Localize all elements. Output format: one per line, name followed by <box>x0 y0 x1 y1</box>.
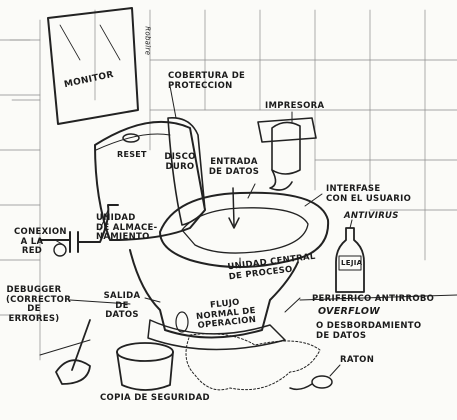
monitor-drawing <box>47 7 139 125</box>
desbordamiento-label: O DESBORDAMIENTO DE DATOS <box>316 321 422 341</box>
entrada-label: ENTRADA DE DATOS <box>208 157 260 177</box>
mouse-rat <box>289 375 333 391</box>
salida-label: SALIDA DE DATOS <box>103 291 141 320</box>
debugger-label: DEBUGGER (CORRECTOR DE ERRORES) <box>6 285 72 324</box>
reset-label: RESET <box>117 150 147 159</box>
toilet-bowl <box>129 187 330 351</box>
overflow-label: OVERFLOW <box>318 306 381 317</box>
periferico-label: PERIFERICO ANTIRROBO <box>312 294 435 304</box>
disco-duro-label: DISCO DURO <box>164 152 196 172</box>
cobertura-label: COBERTURA DE PROTECCION <box>168 71 246 91</box>
antivirus-label: ANTIVIRUS <box>344 211 399 221</box>
interfase-label: INTERFASE CON EL USUARIO <box>326 184 412 204</box>
unidad-almacenamiento-label: UNIDAD DE ALMACE- NAMIENTO <box>96 213 158 242</box>
conexion-red-label: CONEXION A LA RED <box>14 227 67 256</box>
raton-label: RATON <box>340 355 375 365</box>
backup-bucket <box>116 342 174 391</box>
leader-lines <box>54 85 353 377</box>
toilet-paper-printer <box>257 117 317 191</box>
lejia-label: LEJIA <box>341 259 363 267</box>
impresora-label: IMPRESORA <box>265 101 325 111</box>
wall-tiles <box>0 9 457 361</box>
copia-label: COPIA DE SEGURIDAD <box>100 393 210 403</box>
antivirus-bottle <box>335 227 365 293</box>
signature-label: Robaire <box>143 26 152 56</box>
plunger <box>55 319 91 385</box>
overflow-puddle <box>185 333 321 391</box>
